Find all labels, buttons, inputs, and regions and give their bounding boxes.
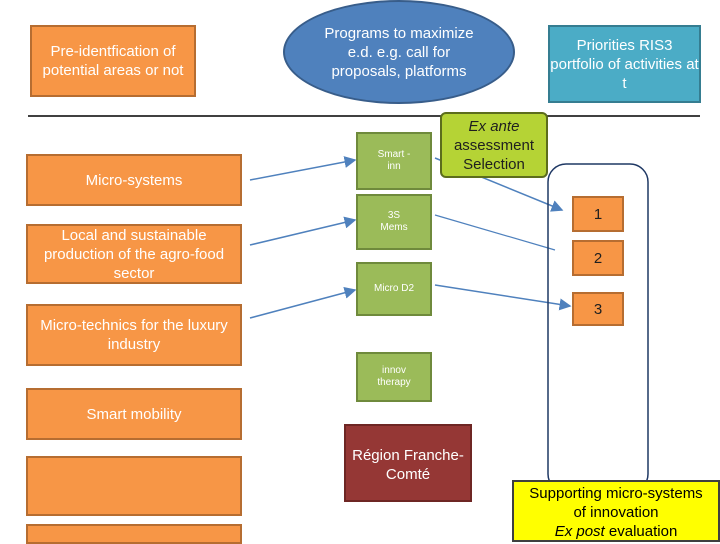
portfolio-item-label: 3 [593,300,603,318]
region-label: Région Franche-Comté [352,447,464,483]
region-box: Région Franche-Comté [344,424,472,502]
empty-orange-box-1 [26,456,242,516]
supporting-ex-post: Ex post [554,523,605,540]
programs-label: Programs to maximize e.d. e.g. call for … [324,24,474,80]
priorities-box: Priorities RIS3 portfolio of activities … [548,25,701,103]
supporting-text: Supporting micro-systems of innovation E… [521,484,711,541]
project-box-smart-inn: Smart -inn [356,132,432,190]
supporting-line1: Supporting micro-systems of innovation [529,485,703,521]
portfolio-item-label: 2 [593,249,603,267]
micro-technics-label: Micro-technics for the luxury industry [40,317,228,353]
arrow-3s-mems-to-2 [434,214,556,251]
arrow-micro-d2-to-3 [434,284,572,311]
project-label: Smart -inn [377,149,411,172]
agro-food-label: Local and sustainable production of the … [43,226,225,282]
empty-orange-box-2 [26,524,242,544]
portfolio-item-3: 3 [572,292,624,326]
project-box-3s-mems: 3S Mems [356,194,432,250]
smart-mobility-box: Smart mobility [26,388,242,440]
project-box-innov-therapy: innov therapy [356,352,432,402]
project-label: Micro D2 [374,283,415,294]
agro-food-box: Local and sustainable production of the … [26,224,242,284]
pre-identification-box: Pre-identfication of potential areas or … [30,25,196,97]
smart-mobility-label: Smart mobility [86,405,182,423]
project-label: innov therapy [377,365,411,388]
pre-identification-label: Pre-identfication of potential areas or … [42,43,184,79]
micro-technics-box: Micro-technics for the luxury industry [26,304,242,366]
supporting-evaluation: evaluation [604,523,678,540]
project-label: 3S Mems [380,210,408,233]
arrow-to-smart-inn [249,156,357,181]
priorities-label: Priorities RIS3 portfolio of activities … [550,36,699,92]
arrow-to-micro-d2 [249,286,357,319]
arrow-to-3s-mems [249,216,357,246]
project-box-micro-d2: Micro D2 [356,262,432,316]
supporting-box: Supporting micro-systems of innovation E… [512,480,720,542]
micro-systems-label: Micro-systems [85,171,183,189]
portfolio-item-1: 1 [572,196,624,232]
portfolio-item-label: 1 [593,205,603,223]
programs-ellipse: Programs to maximize e.d. e.g. call for … [283,0,515,104]
micro-systems-box: Micro-systems [26,154,242,206]
portfolio-item-2: 2 [572,240,624,276]
